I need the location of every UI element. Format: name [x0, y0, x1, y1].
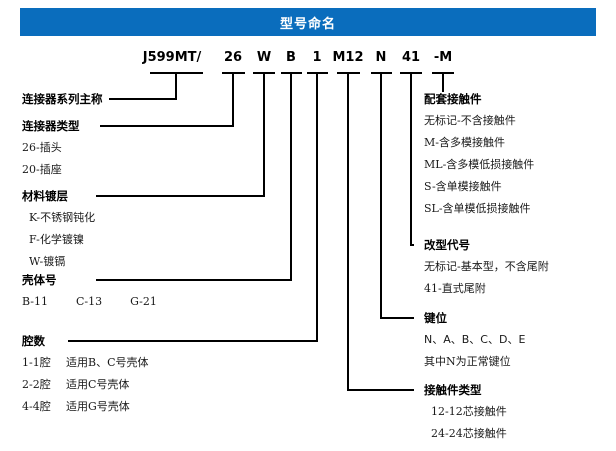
cavity-code: 4-4腔 — [22, 400, 51, 413]
block-connector-type-title: 连接器类型 — [22, 119, 80, 133]
leader-series — [109, 73, 177, 100]
block-connector-type: 连接器类型 26-插头 20-插座 — [22, 119, 80, 177]
pn-token-shell: B — [286, 50, 296, 65]
block-modification-item: 41-直式尾附 — [424, 282, 486, 295]
block-modification: 改型代号 无标记-基本型，不含尾附 41-直式尾附 — [424, 238, 549, 296]
leader-keying — [380, 73, 414, 319]
block-contact-set-item: 无标记-不含接触件 — [424, 114, 516, 127]
cavity-row: 1-1腔 适用B、C号壳体 — [22, 356, 149, 370]
shell-size-code: B-11 — [22, 295, 49, 308]
block-cavity-count-title: 腔数 — [22, 334, 45, 348]
leader-contact-type — [347, 73, 414, 391]
part-number-row: J599MT/ 26 W B 1 M12 N 41 -M — [0, 50, 616, 70]
block-plating-item: F-化学镀镍 — [29, 233, 84, 246]
block-contact-set: 配套接触件 无标记-不含接触件 M-含多模接触件 ML-含多模低损接触件 S-含… — [424, 92, 534, 216]
block-shell-size-row: B-11 C-13 G-21 — [22, 295, 157, 309]
block-keying-title: 键位 — [424, 311, 447, 325]
cavity-desc: 适用C号壳体 — [66, 378, 130, 391]
block-connector-type-item: 26-插头 — [22, 141, 62, 154]
cavity-desc: 适用B、C号壳体 — [66, 356, 149, 369]
block-series: 连接器系列主称 — [22, 92, 103, 106]
block-contact-set-item: S-含单模接触件 — [424, 180, 502, 193]
shell-size-code: C-13 — [76, 295, 103, 308]
pn-token-contact-type: M12 — [332, 50, 364, 65]
block-keying: 键位 N、A、B、C、D、E 其中N为正常键位 — [424, 311, 525, 369]
block-shell-size-title: 壳体号 — [22, 273, 57, 287]
cavity-code: 2-2腔 — [22, 378, 51, 391]
pn-token-series: J599MT/ — [142, 50, 202, 65]
cavity-row: 2-2腔 适用C号壳体 — [22, 378, 149, 392]
block-contact-type-item: 12-12芯接触件 — [431, 405, 507, 418]
block-modification-item: 无标记-基本型，不含尾附 — [424, 260, 549, 273]
header-bar: 型号命名 — [20, 8, 596, 36]
block-connector-type-item: 20-插座 — [22, 163, 62, 176]
block-contact-type: 接触件类型 12-12芯接触件 24-24芯接触件 — [424, 383, 507, 441]
block-contact-type-item: 24-24芯接触件 — [431, 427, 507, 440]
pn-token-contact-set: -M — [433, 50, 453, 65]
leader-plating — [96, 73, 265, 197]
block-contact-set-item: SL-含单模低损接触件 — [424, 202, 531, 215]
block-series-title: 连接器系列主称 — [22, 92, 103, 106]
shell-size-code: G-21 — [130, 295, 157, 308]
page-title: 型号命名 — [279, 16, 336, 32]
block-shell-size: 壳体号 B-11 C-13 G-21 — [22, 273, 157, 309]
block-contact-set-title: 配套接触件 — [424, 92, 482, 106]
pn-token-type: 26 — [223, 50, 243, 65]
block-keying-item: 其中N为正常键位 — [424, 355, 511, 368]
cavity-code: 1-1腔 — [22, 356, 51, 369]
block-plating-item: K-不锈钢钝化 — [29, 211, 96, 224]
leader-type — [100, 73, 234, 127]
block-plating: 材料镀层 K-不锈钢钝化 F-化学镀镍 W-镀镉 — [22, 189, 95, 269]
block-contact-set-item: M-含多模接触件 — [424, 136, 505, 149]
block-plating-item: W-镀镉 — [29, 255, 66, 268]
block-modification-title: 改型代号 — [424, 238, 470, 252]
pn-token-modification: 41 — [401, 50, 421, 65]
block-contact-type-title: 接触件类型 — [424, 383, 482, 397]
block-keying-item: N、A、B、C、D、E — [424, 333, 526, 346]
cavity-row: 4-4腔 适用G号壳体 — [22, 400, 149, 414]
leader-modification — [410, 73, 414, 246]
block-plating-title: 材料镀层 — [22, 189, 68, 203]
block-contact-set-item: ML-含多模低损接触件 — [424, 158, 535, 171]
block-cavity-count: 腔数 1-1腔 适用B、C号壳体 2-2腔 适用C号壳体 4-4腔 适用G号壳体 — [22, 334, 149, 414]
pn-token-plating: W — [256, 50, 272, 65]
cavity-desc: 适用G号壳体 — [66, 400, 130, 413]
leader-shell — [96, 73, 292, 281]
pn-token-cavity: 1 — [312, 50, 322, 65]
pn-token-keying: N — [375, 50, 387, 65]
